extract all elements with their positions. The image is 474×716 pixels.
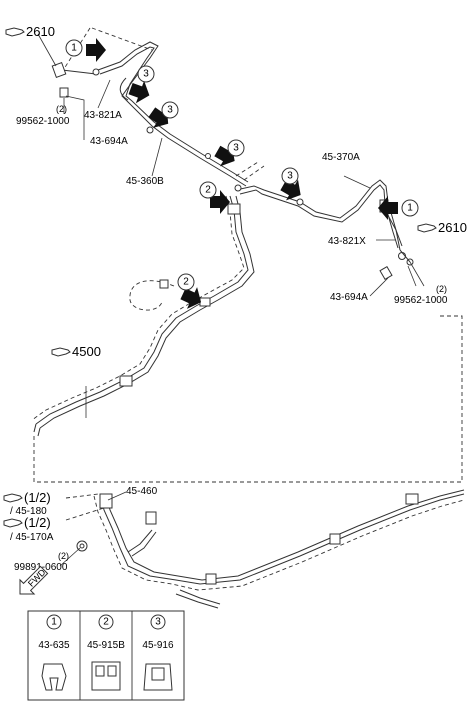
- pointing-hand-icon: [5, 27, 25, 37]
- callout-3a: 3: [143, 69, 149, 80]
- legend-part-1: 43-635: [38, 640, 70, 651]
- ref-45-180: / 45-180: [10, 506, 47, 517]
- part-43-694a-right: 43-694A: [330, 292, 368, 303]
- callout-1a: 1: [71, 43, 77, 54]
- ref-2610-right: 2610: [438, 220, 467, 235]
- leader-lines: [37, 33, 425, 567]
- pointer-arrow: [86, 38, 106, 62]
- callout-3b: 3: [167, 105, 173, 116]
- pointer-arrow: [210, 190, 230, 214]
- callout-3c: 3: [233, 143, 239, 154]
- legend-num-2: 2: [103, 617, 109, 628]
- rear-pipe-run: [76, 489, 465, 609]
- ref-half-2: (1/2): [24, 515, 51, 530]
- part-43-821a: 43-821A: [84, 110, 122, 121]
- ref-4500: 4500: [72, 344, 101, 359]
- legend-num-3: 3: [155, 617, 161, 628]
- clip-45-915b-icon: [91, 661, 121, 691]
- callout-2b: 2: [183, 277, 189, 288]
- clip-45-916-icon: [143, 663, 173, 691]
- pointing-hand-icon: [3, 518, 23, 528]
- ref-2610-top: 2610: [26, 24, 55, 39]
- reference-icons: [3, 27, 437, 528]
- part-43-694a-top: 43-694A: [90, 136, 128, 147]
- callout-1b: 1: [407, 203, 413, 214]
- part-99562-top-qty: (2): [56, 104, 67, 114]
- pointer-arrow: [128, 80, 150, 104]
- legend-num-1: 1: [51, 617, 57, 628]
- legend-part-2: 45-915B: [87, 640, 125, 651]
- upper-pipe-assembly: [61, 27, 403, 249]
- forward-arrow-icon: [19, 565, 49, 595]
- part-43-821x: 43-821X: [328, 236, 366, 247]
- part-99562-right: 99562-1000: [394, 295, 448, 306]
- section-link: [33, 315, 463, 483]
- left-brake-hose: [51, 62, 304, 206]
- ref-half-1: (1/2): [24, 490, 51, 505]
- part-45-360b: 45-360B: [126, 176, 164, 187]
- pointer-arrow: [148, 107, 169, 128]
- clip-legend: 1 43-635 2 45-915B 3 45-916: [27, 610, 185, 701]
- callout-3d: 3: [287, 171, 293, 182]
- main-pipe-run: [31, 195, 255, 437]
- legend-part-3: 45-916: [142, 640, 174, 651]
- pointer-arrow: [180, 287, 202, 309]
- part-45-460: 45-460: [126, 486, 158, 497]
- pointing-hand-icon: [417, 223, 437, 233]
- part-99562-right-qty: (2): [436, 284, 447, 294]
- pointing-hand-icon: [51, 347, 71, 357]
- callouts: 1 3 3 3 2 3 1 2: [65, 39, 419, 291]
- part-45-370a: 45-370A: [322, 152, 360, 163]
- labels: 2610 2610 4500 (1/2) / 45-180 (1/2) / 45…: [10, 24, 467, 573]
- clip-43-635-icon: [41, 663, 67, 691]
- pointer-arrows: [86, 38, 398, 309]
- part-99891-qty: (2): [58, 551, 69, 561]
- part-99562-top: 99562-1000: [16, 116, 70, 127]
- pointer-arrow: [280, 179, 301, 201]
- ref-45-170a: / 45-170A: [10, 532, 54, 543]
- pointing-hand-icon: [3, 493, 23, 503]
- callout-2a: 2: [205, 185, 211, 196]
- pointer-arrow: [378, 196, 398, 220]
